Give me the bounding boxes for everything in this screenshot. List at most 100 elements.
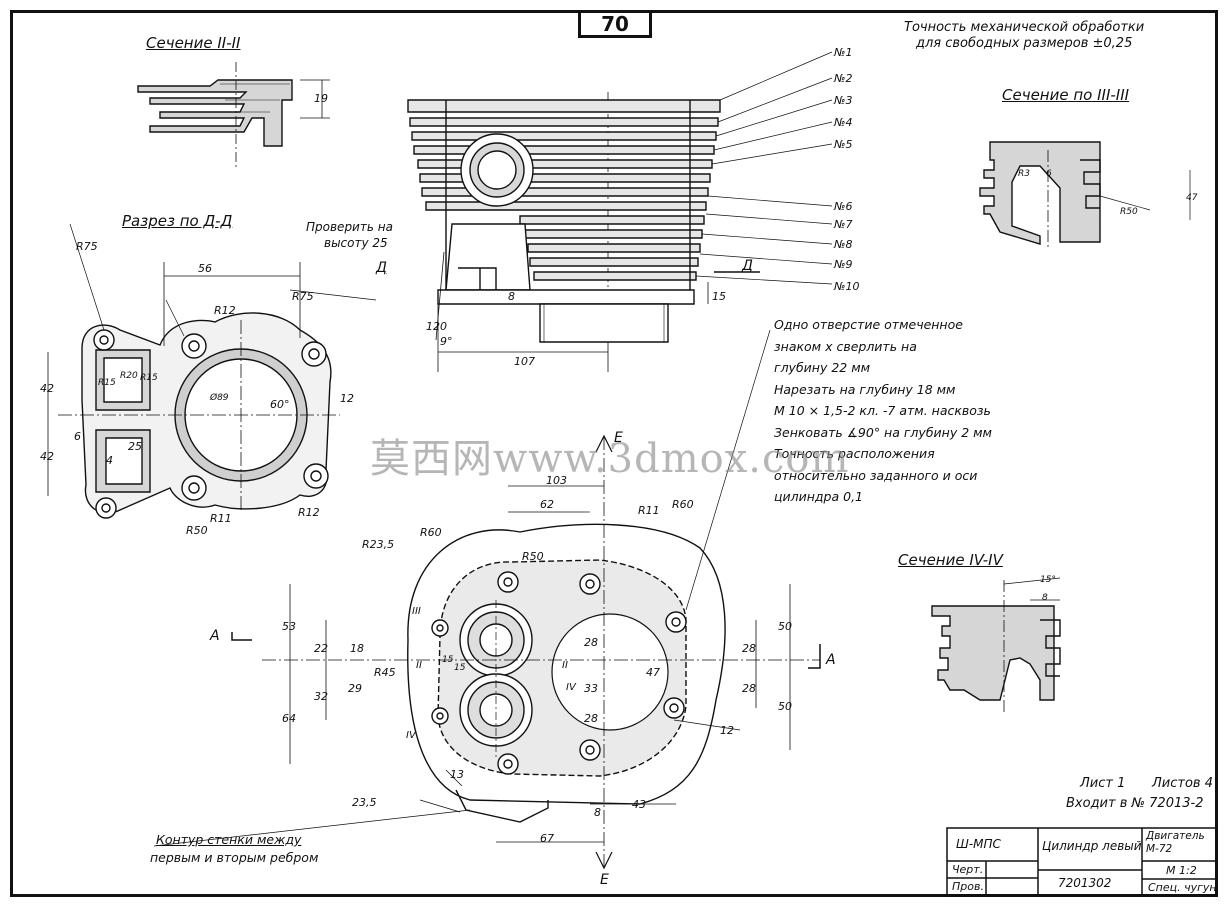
sheet-number: 70 <box>578 10 652 38</box>
dim-plan-r60-b: R60 <box>420 526 442 539</box>
drilling-note-line: относительно заданного и оси <box>774 467 978 483</box>
dim-dd-12: 12 <box>340 392 354 405</box>
dim-plan-103: 103 <box>546 474 567 487</box>
dim-side-107: 107 <box>514 355 535 368</box>
dimension-labels: 19 №1 №2 №3 №4 №5 №6 №7 №8 №9 №10 Д 107 … <box>40 46 1198 888</box>
arrow-e-bottom-label: Е <box>600 872 609 888</box>
dim-dd-r50: R50 <box>186 524 208 537</box>
dim-plan-28-b: 28 <box>584 712 598 725</box>
sheet-index: Лист 1 <box>1080 776 1126 791</box>
dim-dd-r12-b: R12 <box>298 506 320 519</box>
dim-s3-6: 6 <box>1046 169 1052 179</box>
dim-plan-64: 64 <box>282 712 296 725</box>
fin-label-6: №6 <box>833 200 852 213</box>
contour-note-line1: Контур стенки между <box>156 832 302 847</box>
dim-plan-62: 62 <box>540 498 554 511</box>
dim-plan-50-a: 50 <box>778 620 792 633</box>
dim-plan-13: 13 <box>450 768 464 781</box>
tolerance-note-line1: Точность механической обработки <box>904 20 1145 35</box>
dim-plan-29: 29 <box>348 682 362 695</box>
section-2-title: Сечение II-II <box>146 34 241 52</box>
dim-dd-r11: R11 <box>210 512 232 525</box>
fin-label-10: №10 <box>833 280 859 293</box>
dim-plan-50-b: 50 <box>778 700 792 713</box>
dim-section2-19: 19 <box>314 92 328 105</box>
roman-label-2-left: II <box>416 660 422 671</box>
section-dd-drawing <box>47 223 377 519</box>
watermark: 莫西网www.3dmox.com <box>370 436 850 482</box>
dim-dd-42-b: 42 <box>40 450 54 463</box>
title-block-assembly: Двигатель М-72 <box>1146 830 1205 855</box>
sheet-count: Листов 4 <box>1152 776 1213 791</box>
section-2-drawing <box>137 62 330 168</box>
section-3-title: Сечение по III-III <box>1002 86 1130 104</box>
dim-plan-15-a: 15 <box>442 655 454 665</box>
dim-dd-56: 56 <box>198 262 212 275</box>
dim-dd-r15-b: R15 <box>140 373 158 383</box>
dim-plan-18: 18 <box>350 642 364 655</box>
fin-label-3: №3 <box>833 94 852 107</box>
dim-dd-4: 4 <box>106 454 113 467</box>
side-view-drawing <box>407 51 833 372</box>
check-note-line2: высоту 25 <box>324 236 388 250</box>
plan-view-drawing <box>153 329 821 870</box>
title-block-material: Спец. чугун <box>1148 881 1217 894</box>
title-block-drawn: Черт. <box>952 863 984 876</box>
dim-s3-r50: R50 <box>1120 207 1138 217</box>
drilling-note-line: глубину 22 мм <box>774 360 871 375</box>
title-block-part-name: Цилиндр левый <box>1042 839 1142 853</box>
dim-side-120: 120 <box>426 320 447 333</box>
dim-plan-r11: R11 <box>638 504 660 517</box>
dim-plan-33: 33 <box>584 682 598 695</box>
dim-dd-r75-a: R75 <box>76 240 98 253</box>
title-block-org: Ш-МПС <box>956 837 1001 851</box>
dim-side-15: 15 <box>712 290 726 303</box>
dim-plan-15-b: 15 <box>454 663 466 673</box>
dim-plan-53: 53 <box>282 620 296 633</box>
check-note-line1: Проверить на <box>306 220 393 234</box>
dim-s4-8: 8 <box>1042 593 1048 603</box>
dim-plan-28-d: 28 <box>742 682 756 695</box>
dim-plan-r45: R45 <box>374 666 396 679</box>
fin-label-2: №2 <box>833 72 852 85</box>
roman-label-3: III <box>412 606 421 617</box>
cut-mark-dd: Д <box>376 260 387 276</box>
drilling-note-line: знаком х сверлить на <box>774 338 917 354</box>
drilling-note-line: Зенковать ∡90° на глубину 2 мм <box>774 424 992 440</box>
section-4-drawing <box>931 577 1061 712</box>
dim-plan-43: 43 <box>632 798 646 811</box>
fin-label-5: №5 <box>833 138 852 151</box>
dim-dd-d89: Ø89 <box>209 392 229 403</box>
dim-plan-235: 23,5 <box>352 796 377 809</box>
dim-dd-6: 6 <box>74 430 81 443</box>
fin-label-8: №8 <box>833 238 852 251</box>
dim-dd-r20: R20 <box>120 371 138 381</box>
dim-plan-28-c: 28 <box>742 642 756 655</box>
dim-plan-r60-a: R60 <box>672 498 694 511</box>
section-4-title: Сечение IV-IV <box>898 551 1003 569</box>
section-dd-title: Разрез по Д-Д <box>122 212 233 230</box>
dim-dd-r12-a: R12 <box>214 304 236 317</box>
dim-dd-25: 25 <box>128 440 142 453</box>
drilling-note-line: Точность расположения <box>774 446 935 461</box>
fin-label-7: №7 <box>833 218 852 231</box>
roman-label-2-right: II <box>562 660 568 671</box>
dim-dd-r15-a: R15 <box>98 378 116 388</box>
title-block-grid <box>946 827 1218 897</box>
arrow-e-top-label: Е <box>614 430 623 446</box>
title-block-checked: Пров. <box>952 880 984 893</box>
dim-dd-r75-b: R75 <box>292 290 314 303</box>
dim-side-8: 8 <box>508 290 515 303</box>
title-block-scale: М 1:2 <box>1166 864 1197 877</box>
dim-dd-60deg: 60° <box>270 398 290 411</box>
dim-plan-r50: R50 <box>522 550 544 563</box>
section-3-drawing <box>979 141 1191 250</box>
cut-mark-d: Д <box>741 258 753 274</box>
dim-dd-42-a: 42 <box>40 382 54 395</box>
dim-plan-12: 12 <box>720 724 734 737</box>
tolerance-note-line2: для свободных размеров ±0,25 <box>916 36 1133 51</box>
dim-s3-r3: R3 <box>1018 169 1030 179</box>
dim-plan-47: 47 <box>646 666 660 679</box>
